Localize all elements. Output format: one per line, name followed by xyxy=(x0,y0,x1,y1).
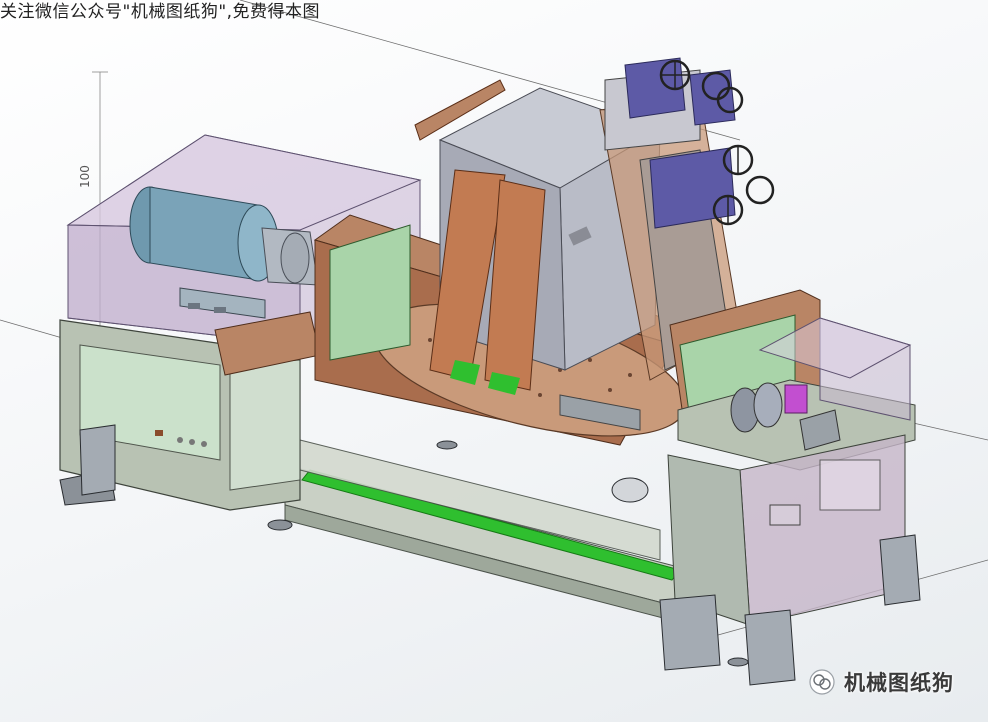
dimension-label: 100 xyxy=(78,165,92,188)
base-frame xyxy=(284,439,691,626)
central-fixture xyxy=(414,79,662,395)
wechat-official-account-icon xyxy=(809,669,835,695)
watermark-text: 机械图纸狗 xyxy=(844,671,954,695)
right-cabinet xyxy=(667,289,916,626)
promo-banner-text: 关注微信公众号"机械图纸狗",免费得本图 xyxy=(0,2,321,22)
watermark: 机械图纸狗 xyxy=(808,668,954,696)
leveling-feet xyxy=(59,424,921,686)
drive-motor xyxy=(129,186,319,319)
